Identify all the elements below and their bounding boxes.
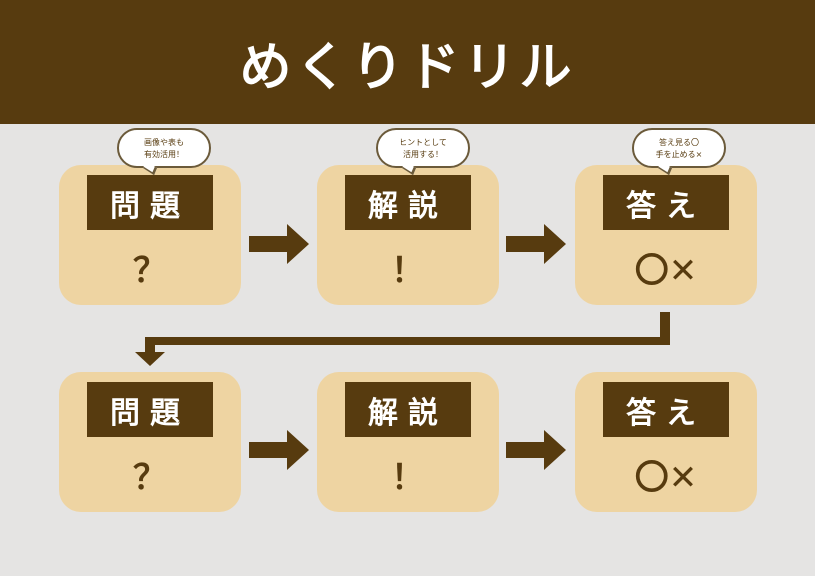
- question-mark-icon: ？: [133, 251, 167, 291]
- card-question-1: 問題 ？: [59, 165, 241, 305]
- arrow-right-icon: [249, 224, 309, 264]
- bubble-line: 有効活用！: [144, 150, 184, 159]
- exclamation-icon: ！: [391, 458, 425, 498]
- bubble-line: 答え見る〇: [659, 138, 699, 147]
- bubble-line: 活用する！: [403, 150, 443, 159]
- arrow-right-icon: [249, 430, 309, 470]
- card-label: 問題: [87, 382, 213, 437]
- card-question-2: 問題 ？: [59, 372, 241, 512]
- card-explanation-2: 解説 ！: [317, 372, 499, 512]
- header: めくりドリル: [0, 0, 815, 124]
- page-title: めくりドリル: [239, 37, 576, 98]
- circle-cross-icon: 〇✕: [634, 458, 698, 498]
- bubble-line: ヒントとして: [399, 138, 447, 147]
- card-label: 問題: [87, 175, 213, 230]
- connector-arrow-icon: [135, 312, 670, 366]
- speech-bubble: ヒントとして 活用する！: [376, 128, 470, 168]
- card-label: 解説: [345, 175, 471, 230]
- card-label: 答え: [603, 382, 729, 437]
- circle-cross-icon: 〇✕: [634, 251, 698, 291]
- speech-bubble: 答え見る〇 手を止める×: [632, 128, 726, 168]
- card-answer-1: 答え 〇✕: [575, 165, 757, 305]
- bubble-line: 手を止める×: [655, 150, 703, 159]
- arrow-right-icon: [506, 430, 566, 470]
- speech-bubble: 画像や表も 有効活用！: [117, 128, 211, 168]
- card-answer-2: 答え 〇✕: [575, 372, 757, 512]
- arrow-right-icon: [506, 224, 566, 264]
- exclamation-icon: ！: [391, 251, 425, 291]
- card-explanation-1: 解説 ！: [317, 165, 499, 305]
- question-mark-icon: ？: [133, 458, 167, 498]
- card-label: 解説: [345, 382, 471, 437]
- card-label: 答え: [603, 175, 729, 230]
- bubble-line: 画像や表も: [144, 138, 184, 147]
